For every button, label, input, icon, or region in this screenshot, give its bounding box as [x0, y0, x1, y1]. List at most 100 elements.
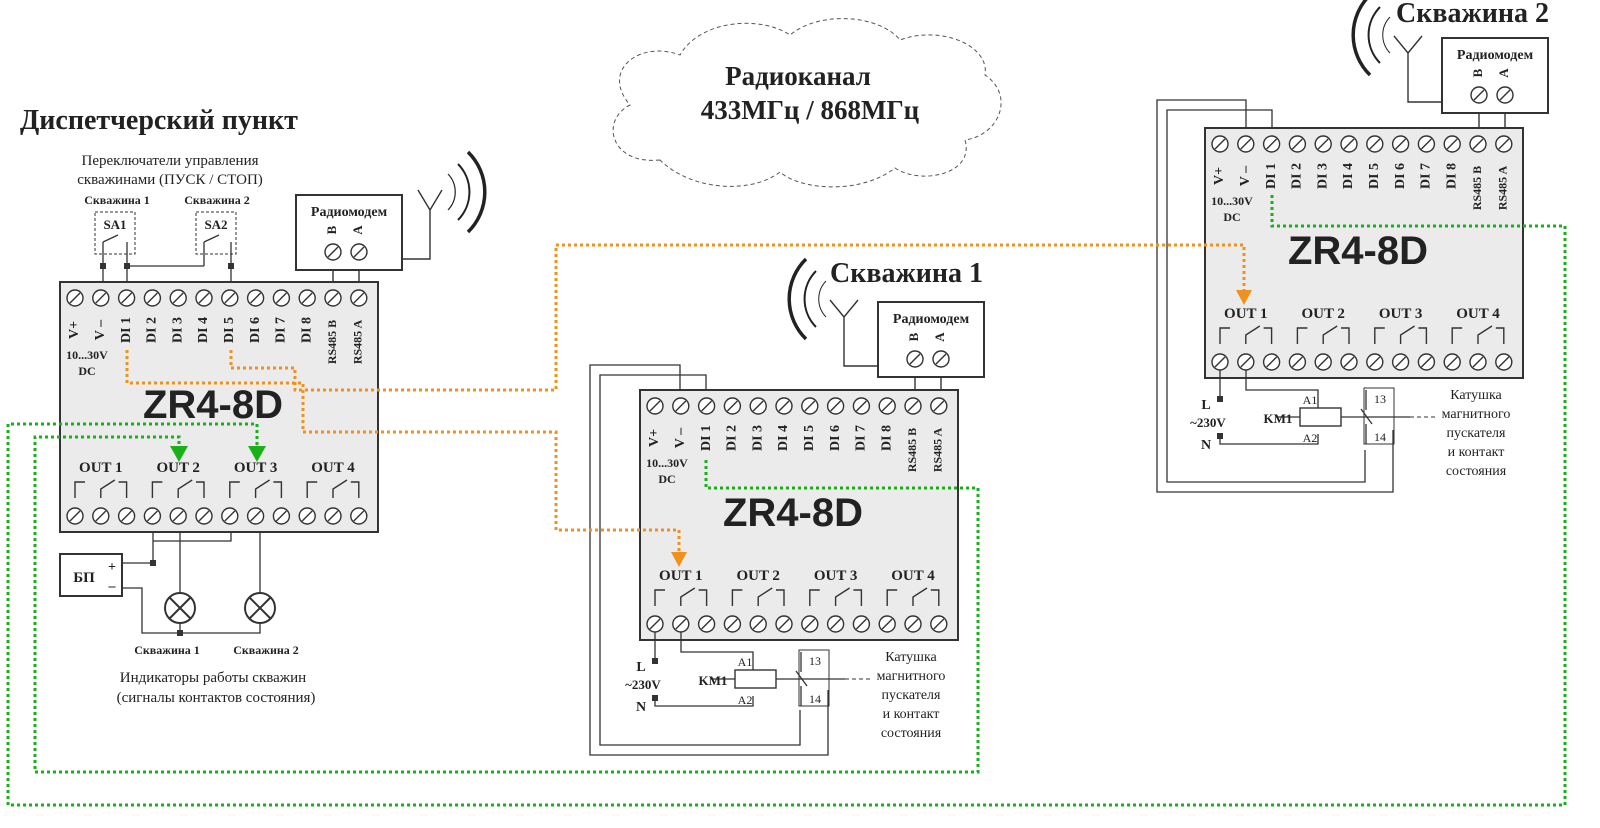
vplus-label: V+: [647, 429, 662, 447]
relay-contact-4: [1451, 325, 1505, 344]
out-label-3: OUT 3: [814, 568, 857, 584]
voltage-range: 10...30V: [1211, 194, 1253, 208]
di-label-8: DI 8: [299, 317, 314, 343]
line-l: L: [1201, 398, 1210, 413]
dispatch-title: Диспетчерский пункт: [20, 105, 298, 136]
coil-caption-4: и контакт: [883, 707, 940, 722]
di-label-6: DI 6: [248, 317, 263, 343]
starter-circuit: L~230VNKM1A1A21314Катушкамагнитногопуска…: [1190, 370, 1510, 479]
vminus-label: V –: [1238, 165, 1253, 186]
relay-contact-3: [809, 587, 863, 606]
out-label-1: OUT 1: [659, 568, 702, 584]
di-label-5: DI 5: [222, 317, 237, 343]
green-link-well1-to-dispatch-out2: [33, 435, 980, 774]
coil-caption-1: Катушка: [1450, 388, 1502, 403]
coil-caption-5: состояния: [881, 726, 942, 741]
device-name: ZR4-8D: [723, 491, 863, 535]
antenna-icon: [1393, 35, 1442, 103]
c14-label: 14: [1374, 430, 1386, 444]
out-label-4: OUT 4: [1456, 306, 1500, 322]
di-label-1: DI 1: [699, 425, 714, 451]
modem-bus-wires: [914, 377, 942, 390]
radiomodem-label: Радиомодем: [893, 312, 970, 327]
coil-caption-2: магнитного: [877, 669, 946, 684]
a1-label: A1: [738, 655, 753, 669]
lamp2-label: Скважина 2: [233, 643, 299, 657]
coil-caption-2: магнитного: [1442, 407, 1511, 422]
di-label-5: DI 5: [802, 425, 817, 451]
radiomodem-b: B: [1470, 68, 1485, 77]
out-label-3: OUT 3: [234, 460, 277, 476]
di-label-7: DI 7: [1419, 163, 1434, 189]
out-label-2: OUT 2: [736, 568, 779, 584]
rs485-b-label: RS485 B: [905, 428, 919, 472]
out-label-2: OUT 2: [1301, 306, 1344, 322]
coil-caption-4: и контакт: [1448, 445, 1505, 460]
switch2-well-label: Скважина 2: [184, 193, 250, 207]
coil-caption-1: Катушка: [885, 650, 937, 665]
voltage-range: 10...30V: [646, 456, 688, 470]
radio-wave-icon: [1382, 16, 1391, 54]
antenna-icon: [402, 189, 443, 260]
green-arrow-out2: [170, 446, 188, 462]
line-l: L: [636, 660, 645, 675]
a1-label: A1: [1303, 393, 1318, 407]
dc-label: DC: [1223, 210, 1240, 224]
a2-label: A2: [1303, 431, 1318, 445]
relay-contact-3: [1374, 325, 1428, 344]
rs485-a-label: RS485 A: [1496, 165, 1510, 210]
device-body: [639, 389, 959, 641]
radio-wave-icon: [818, 280, 827, 318]
well1-title: Скважина 1: [830, 258, 983, 289]
radio-wave-icon: [803, 270, 817, 328]
radiomodem-label: Радиомодем: [311, 205, 388, 220]
relay-contact-1: [654, 587, 708, 606]
radiomodem-a: A: [1496, 68, 1511, 78]
svg-text:–: –: [108, 579, 117, 594]
cloud-line1: Радиоканал: [725, 61, 871, 91]
di-label-8: DI 8: [1444, 163, 1459, 189]
green-link-well2-to-dispatch-out3: [6, 195, 1567, 807]
di-label-2: DI 2: [1290, 163, 1305, 189]
lamp-well-2: [244, 592, 276, 624]
radio-channel-cloud: Радиоканал 433МГц / 868МГц: [612, 18, 1002, 188]
di-label-4: DI 4: [1341, 163, 1356, 189]
antenna-icon: [829, 299, 878, 367]
coil-caption-3: пускателя: [1447, 426, 1506, 441]
vminus-label: V –: [673, 427, 688, 448]
di-label-4: DI 4: [196, 317, 211, 343]
dispatch-point: Диспетчерский пункт Переключатели управл…: [20, 105, 298, 290]
voltage-230: ~230V: [625, 677, 661, 692]
radiomodem-box: [295, 194, 403, 271]
di-label-7: DI 7: [274, 317, 289, 343]
di-label-3: DI 3: [750, 425, 765, 451]
cloud-outline: [612, 18, 1002, 188]
lamp1-label: Скважина 1: [134, 643, 200, 657]
radio-wave-icon: [457, 163, 471, 221]
a2-label: A2: [738, 693, 753, 707]
orange-link-sa2-to-well2-out1: [229, 243, 1246, 392]
switch-sa2: SA2: [195, 211, 237, 266]
indicators-caption-1: Индикаторы работы скважин: [120, 670, 306, 686]
svg-text:БП: БП: [73, 570, 95, 586]
device-name: ZR4-8D: [143, 383, 283, 427]
vplus-label: V+: [67, 321, 82, 339]
radiomodem-box: [1441, 37, 1549, 114]
out-label-1: OUT 1: [79, 460, 122, 476]
radiomodem-a: A: [350, 225, 365, 235]
relay-contact-2: [1296, 325, 1350, 344]
device-name: ZR4-8D: [1288, 229, 1428, 273]
km1-label: KM1: [1264, 411, 1293, 426]
km1-label: KM1: [699, 673, 728, 688]
radiomodem-label: Радиомодем: [1457, 48, 1534, 63]
radio-wave-icon: [787, 257, 808, 341]
di-label-8: DI 8: [879, 425, 894, 451]
relay-contact-1: [1219, 325, 1273, 344]
relay-contact-3: [229, 479, 283, 498]
di-label-7: DI 7: [854, 425, 869, 451]
